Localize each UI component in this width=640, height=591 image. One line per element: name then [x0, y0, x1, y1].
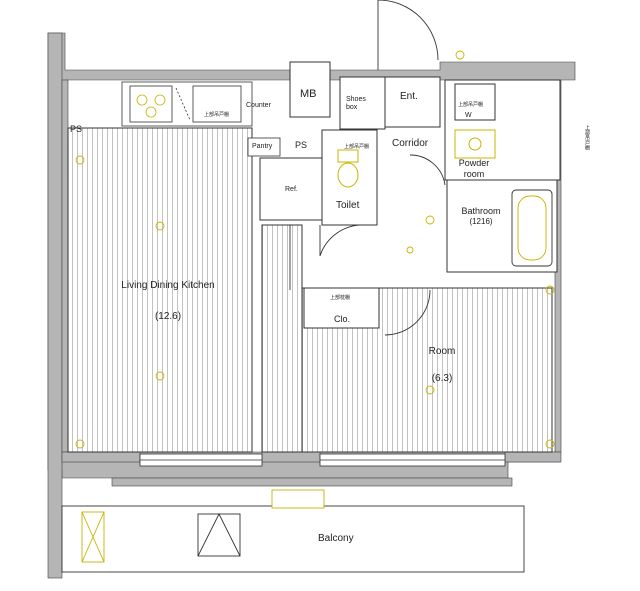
windows	[139, 453, 506, 467]
ref-label: Ref.	[285, 186, 298, 193]
balcony-name: Balcony	[318, 533, 354, 544]
ldk-area: (12.6)	[154, 310, 182, 322]
room-area: (6.3)	[431, 372, 453, 384]
room-label-room: Room (6.3)	[412, 346, 472, 385]
shoes-box-label: Shoes box	[346, 96, 366, 111]
washer-label: W	[465, 112, 472, 119]
mb-label: MB	[300, 88, 317, 100]
room-label-ldk: Living Dining Kitchen (12.6)	[108, 280, 228, 323]
pantry-label: Pantry	[252, 143, 273, 150]
upper-cabinet-label-4: 上部枕棚	[330, 295, 351, 301]
corridor-name: Corridor	[392, 138, 429, 149]
ps-center-label: PS	[295, 140, 308, 150]
doors	[289, 0, 446, 336]
toilet-fixture	[337, 149, 359, 188]
toilet-name: Toilet	[336, 200, 360, 211]
balcony	[61, 489, 525, 573]
upper-cabinet-label-1: 上部吊戸棚	[204, 112, 230, 118]
room-name: Room	[428, 346, 456, 357]
upper-cabinet-label-5: 上部吊戸棚	[584, 125, 590, 150]
powder-name: Powder room	[458, 158, 490, 180]
room-label-bathroom: Bathroom (1216)	[452, 206, 510, 227]
room-label-entrance: Ent.	[400, 91, 418, 104]
room-label-balcony: Balcony	[318, 533, 354, 546]
ldk-name: Living Dining Kitchen	[121, 280, 215, 291]
bathroom-name: Bathroom	[461, 206, 501, 216]
clo-label: Clo.	[334, 314, 351, 324]
electrical-fixtures	[75, 50, 555, 449]
upper-cabinet-label-2: 上部吊戸棚	[344, 144, 370, 150]
counter-label: Counter	[246, 102, 271, 109]
walls	[47, 32, 576, 579]
room-label-corridor: Corridor	[392, 138, 428, 151]
bathtub	[511, 189, 553, 267]
kitchen-counter	[121, 81, 281, 157]
washbasin	[454, 83, 496, 159]
ps-left-label: PS	[70, 124, 83, 134]
room-label-powder: Powder room	[451, 158, 497, 181]
room-label-toilet: Toilet	[336, 200, 359, 213]
bathroom-area: (1216)	[469, 217, 493, 227]
upper-cabinet-label-3: 上部吊戸棚	[458, 102, 484, 108]
interior-walls	[67, 61, 561, 453]
entrance-name: Ent.	[400, 91, 418, 102]
